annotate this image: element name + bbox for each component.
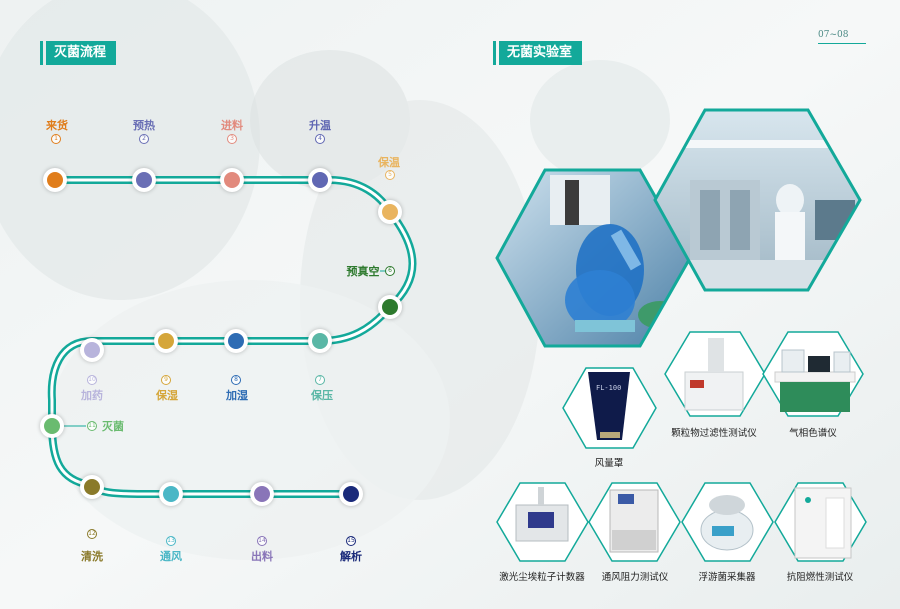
- section-title-sterilization: 灭菌流程: [40, 41, 117, 65]
- flow-hood-hex: [562, 367, 657, 449]
- ventilation-resistance-tester-hex: [588, 482, 681, 562]
- step-9-label: 保湿: [156, 389, 178, 402]
- gas-chromatograph-hex: [762, 331, 864, 417]
- step-12-label: 清洗: [81, 550, 103, 563]
- step-14-label: 出料: [251, 550, 273, 563]
- instrument-caption-2: 颗粒物过滤性测试仪: [671, 428, 757, 439]
- step-8-number: 8: [231, 375, 241, 385]
- step-1-label: 来货: [46, 119, 68, 132]
- step-13-number: 13: [166, 536, 176, 546]
- step-5-label: 保温: [378, 156, 400, 169]
- instrument-caption-7: 抗阻燃性测试仪: [786, 572, 854, 583]
- step-10-number: 10: [87, 375, 97, 385]
- section-title-aseptic-lab: 无菌实验室: [493, 41, 583, 65]
- step-3-label: 进料: [221, 119, 243, 132]
- step-9-dot: [154, 329, 178, 353]
- step-10-dot: [80, 338, 104, 362]
- step-9-number: 9: [161, 375, 171, 385]
- step-14-number: 14: [257, 536, 267, 546]
- step-14-dot: [250, 482, 274, 506]
- cleanroom-photo-hex: [655, 110, 860, 290]
- step-7-dot: [308, 329, 332, 353]
- page-number-rule: [818, 43, 866, 44]
- step-3-dot: [220, 168, 244, 192]
- step-3-number: 3: [227, 134, 237, 144]
- step-1-dot: [43, 168, 67, 192]
- airborne-bacteria-sampler-hex: [681, 482, 774, 562]
- step-2-number: 2: [139, 134, 149, 144]
- step-4-number: 4: [315, 134, 325, 144]
- step-10-label: 加药: [81, 389, 103, 402]
- step-6-dot: [378, 295, 402, 319]
- instrument-caption-3: 气相色谱仪: [789, 428, 837, 439]
- step-11-number: 11: [87, 421, 97, 431]
- flow-hood-device-label: FL-100: [596, 384, 622, 392]
- step-2-dot: [132, 168, 156, 192]
- step-4-label: 升温: [309, 119, 331, 132]
- step-11-label: 灭菌: [102, 420, 124, 433]
- particle-filter-tester-hex: [664, 331, 766, 417]
- step-12-dot: [80, 475, 104, 499]
- instrument-caption-4: 激光尘埃粒子计数器: [499, 572, 585, 583]
- step-6-label: 预真空: [346, 265, 380, 278]
- step-5-dot: [378, 200, 402, 224]
- step-15-dot: [339, 482, 363, 506]
- step-11-dot: [40, 414, 64, 438]
- step-8-label: 加湿: [226, 389, 248, 402]
- step-15-number: 15: [346, 536, 356, 546]
- step-1-number: 1: [51, 134, 61, 144]
- step-8-dot: [224, 329, 248, 353]
- laser-particle-counter-hex: [496, 482, 589, 562]
- step-7-number: 7: [315, 375, 325, 385]
- step-13-label: 通风: [160, 550, 182, 563]
- step-5-number: 5: [385, 170, 395, 180]
- step-6-number: 6: [385, 266, 395, 276]
- step-7-label: 保压: [311, 389, 333, 402]
- step-15-label: 解析: [340, 550, 362, 563]
- flame-resistance-tester-hex: [774, 482, 867, 562]
- step-2-label: 预热: [133, 119, 155, 132]
- instrument-caption-5: 通风阻力测试仪: [601, 572, 669, 583]
- step-4-dot: [308, 168, 332, 192]
- instrument-caption-6: 浮游菌采集器: [698, 572, 756, 583]
- instrument-caption-1: 风量罩: [594, 458, 624, 469]
- step-13-dot: [159, 482, 183, 506]
- step-12-number: 12: [87, 529, 97, 539]
- page-number: 07~08: [818, 30, 849, 40]
